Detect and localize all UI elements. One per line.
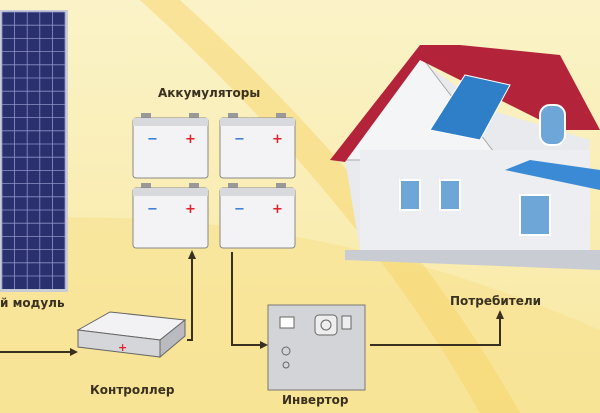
inverter (267, 304, 366, 391)
batteries (132, 113, 296, 249)
arrows (0, 252, 501, 353)
battery-plus-sign: + (272, 202, 283, 217)
battery-minus-sign: − (147, 132, 158, 147)
house (330, 45, 600, 270)
battery-plus-sign: + (185, 132, 196, 147)
controller-label: Контроллер (90, 383, 175, 397)
battery-minus-sign: − (234, 202, 245, 217)
inverter-label: Инвертор (282, 393, 349, 407)
battery (219, 183, 296, 249)
solar-module-label: й модуль (0, 296, 65, 310)
battery-minus-sign: − (234, 132, 245, 147)
battery-plus-sign: + (185, 202, 196, 217)
battery (132, 183, 209, 249)
svg-text:+: + (118, 341, 127, 354)
battery-plus-sign: + (272, 132, 283, 147)
solar-panel (0, 10, 68, 292)
battery-minus-sign: − (147, 202, 158, 217)
battery (219, 113, 296, 179)
battery (132, 113, 209, 179)
controller: + (76, 311, 187, 359)
batteries-label: Аккумуляторы (158, 86, 261, 100)
consumers-label: Потребители (450, 294, 542, 308)
